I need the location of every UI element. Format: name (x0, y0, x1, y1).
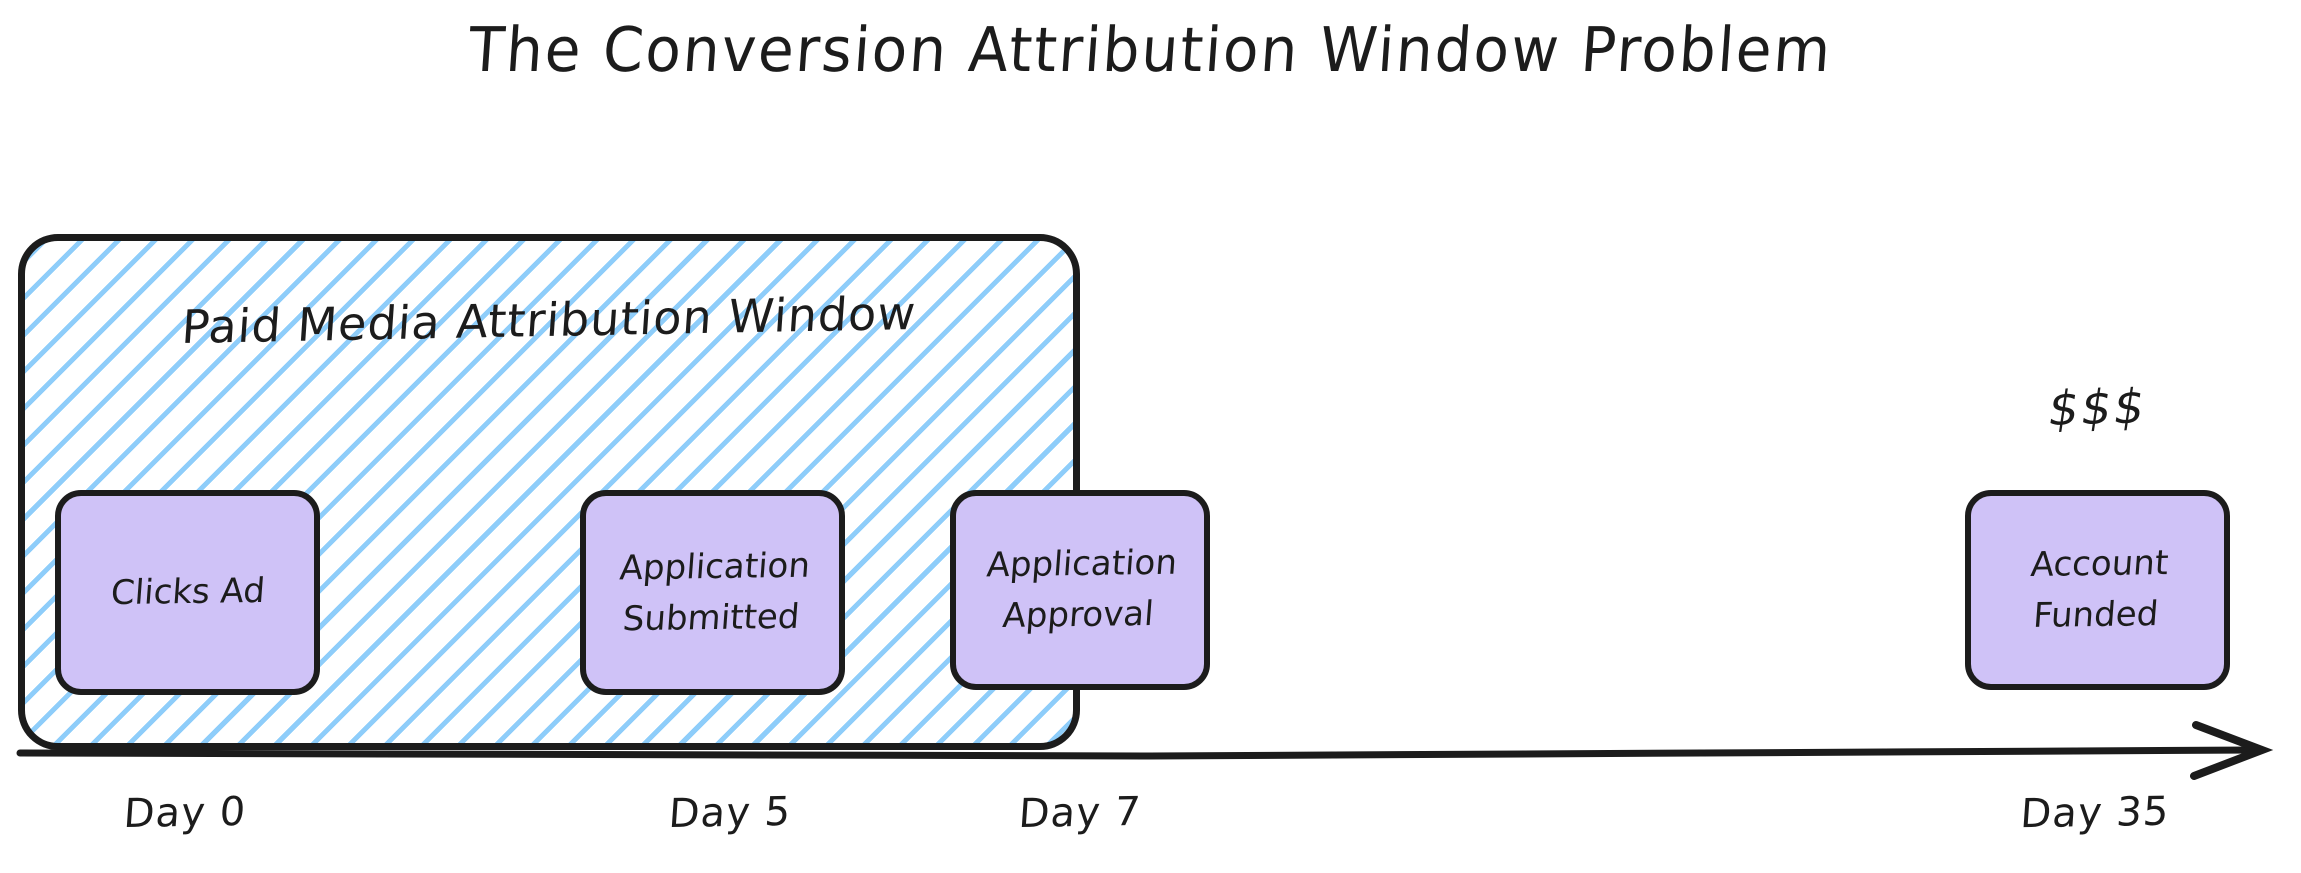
tick-label-day-7: Day 7 (1017, 788, 1143, 838)
attribution-window-label: Paid Media Attribution Window (180, 285, 918, 355)
timeline-arrowhead-icon (2190, 721, 2274, 780)
node-application-approval[interactable]: Application Approval (950, 490, 1210, 690)
node-account-funded-label: Account Funded (2029, 543, 2170, 636)
page-title: The Conversion Attribution Window Proble… (466, 13, 1835, 87)
node-clicks-ad[interactable]: Clicks Ad (55, 490, 320, 695)
node-clicks-ad-label: Clicks Ad (109, 570, 266, 614)
node-application-submitted-label: Application Submitted (617, 545, 811, 639)
node-account-funded[interactable]: Account Funded (1965, 490, 2230, 690)
tick-label-day-0: Day 0 (122, 788, 248, 838)
tick-label-day-5: Day 5 (667, 788, 793, 838)
tick-label-day-35: Day 35 (2018, 788, 2172, 838)
node-application-approval-label: Application Approval (985, 542, 1179, 637)
money-annotation: $$$ (2044, 378, 2151, 438)
node-application-submitted[interactable]: Application Submitted (580, 490, 845, 695)
timeline-axis-line (16, 746, 2259, 760)
timeline-axis (16, 721, 2274, 780)
